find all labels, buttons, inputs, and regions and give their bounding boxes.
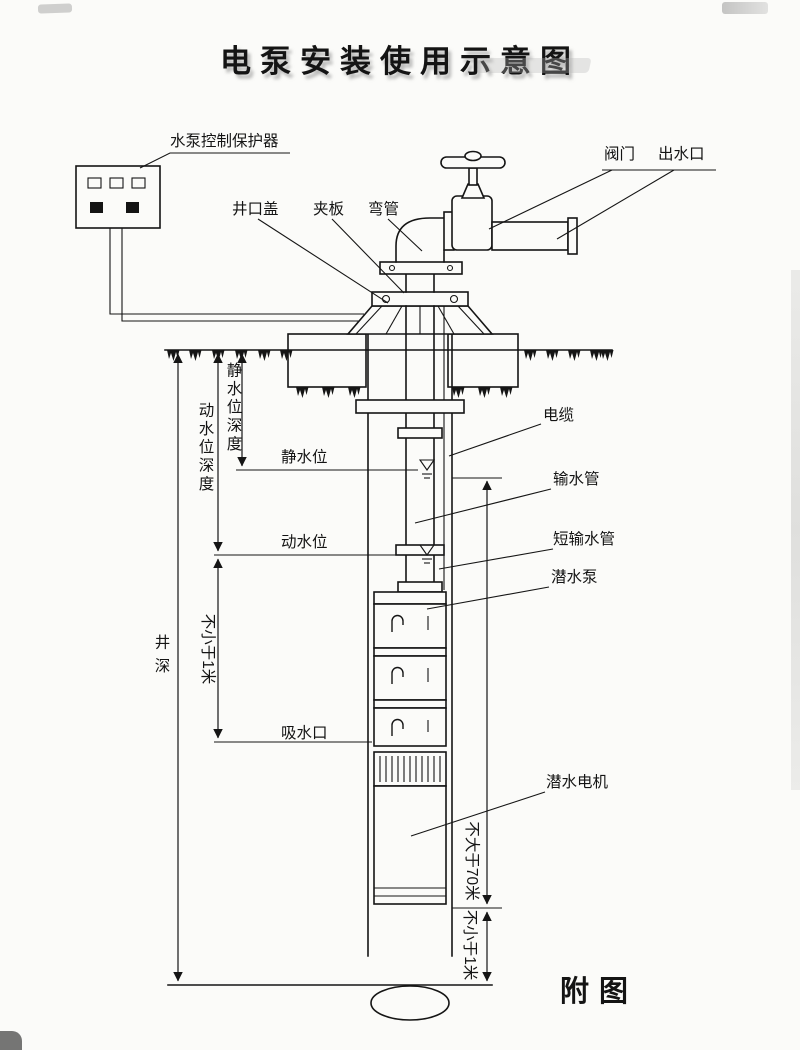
power-cable-run: [109, 228, 367, 322]
leader-lines: [139, 152, 716, 837]
submersible-motor-body: [373, 785, 447, 905]
pipe-coupling: [397, 581, 443, 593]
label-max-70m: 不大于70米: [463, 821, 480, 901]
label-well-cover: 井口盖: [232, 201, 279, 218]
well-casing: [367, 333, 453, 957]
label-valve: 阀门: [604, 146, 636, 163]
concrete-block-left: [287, 333, 367, 388]
pipe-flange: [379, 261, 463, 275]
well-bottom: [167, 984, 493, 1021]
page-title: 电泵安装使用示意图: [220, 44, 580, 79]
valve-assembly: [395, 150, 578, 263]
support-plate: [355, 399, 465, 414]
clamp-plate: [371, 291, 469, 307]
submersible-pump-body: [373, 591, 447, 787]
pipe-coupling: [397, 427, 443, 439]
label-suction-inlet: 吸水口: [281, 725, 328, 742]
label-well-depth: 井深: [152, 634, 170, 681]
label-static-water-level: 静水位: [281, 449, 328, 466]
outlet-pipe: [491, 221, 569, 251]
gravel-bed: [370, 985, 450, 1021]
label-short-delivery-pipe: 短输水管: [553, 531, 616, 548]
valve-body: [451, 195, 493, 251]
label-dynamic-level-depth: 动水位深度: [196, 402, 214, 494]
label-submersible-motor: 潜水电机: [546, 774, 609, 791]
pipe-coupling: [395, 544, 445, 556]
dimension-lines: [173, 353, 502, 982]
label-water-outlet: 出水口: [658, 146, 705, 163]
elbow-pipe: [395, 217, 447, 263]
label-cable: 电缆: [543, 407, 575, 424]
label-min-1m-bottom: 不小于1米: [461, 909, 478, 981]
label-clamp-plate: 夹板: [313, 201, 345, 218]
label-submersible-pump: 潜水泵: [551, 569, 598, 586]
wellhead: [346, 261, 494, 335]
label-dynamic-water-level: 动水位: [281, 534, 328, 551]
label-elbow-pipe: 弯管: [368, 201, 400, 218]
label-pump-controller: 水泵控制保护器: [170, 133, 279, 150]
label-delivery-pipe: 输水管: [553, 471, 600, 488]
label-static-level-depth: 静水位深度: [224, 362, 242, 454]
water-levels: [214, 459, 436, 743]
pump-controller-box: [75, 165, 161, 229]
figure-caption: 附图: [560, 976, 639, 1008]
concrete-block-right: [447, 333, 519, 388]
label-min-1m-left: 不小于1米: [199, 613, 216, 685]
